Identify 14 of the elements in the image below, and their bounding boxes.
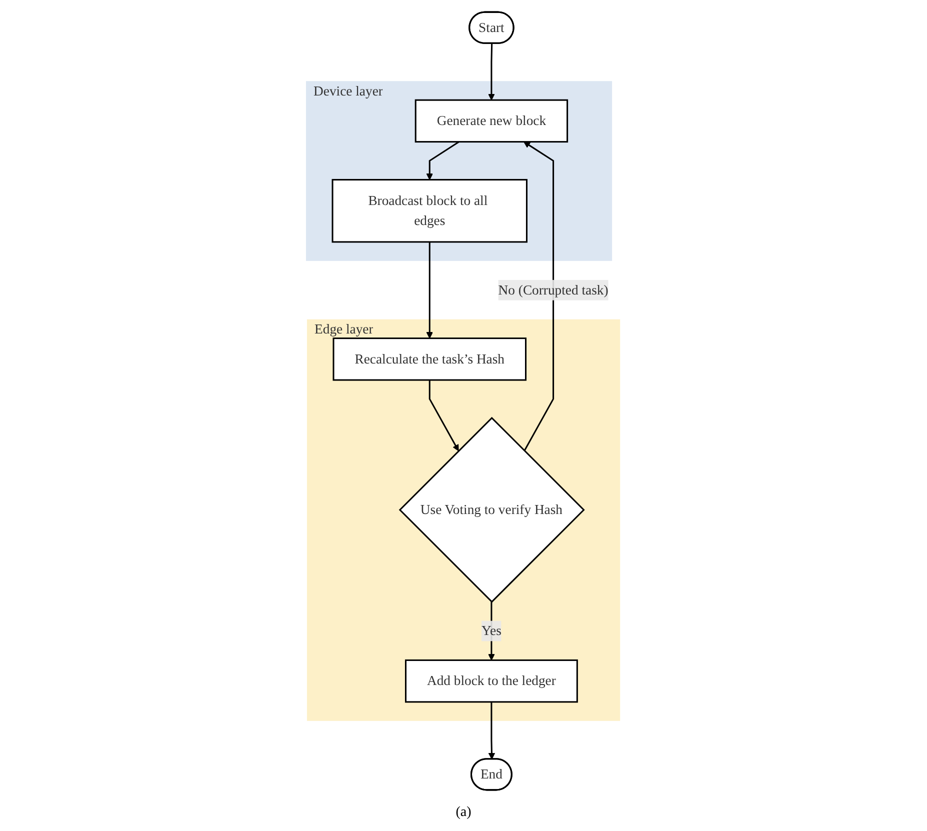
arrow: [488, 43, 496, 100]
caption: (a): [456, 804, 472, 822]
arrow: [426, 241, 434, 338]
edge-label: Yes: [482, 622, 502, 638]
arrow: [429, 380, 460, 451]
node-box: Broadcast block to all edges: [332, 178, 528, 242]
arrow: [426, 140, 460, 180]
arrow: [524, 141, 554, 451]
edge-label: No (Corrupted task): [498, 282, 609, 297]
arrow: [488, 701, 496, 759]
node-box: Generate new block: [415, 98, 568, 142]
node-box: Recalculate the task’s Hash: [333, 337, 527, 380]
node-diamond: Use Voting to verify Hash: [399, 416, 586, 602]
node-box: Add block to the ledger: [405, 658, 578, 702]
